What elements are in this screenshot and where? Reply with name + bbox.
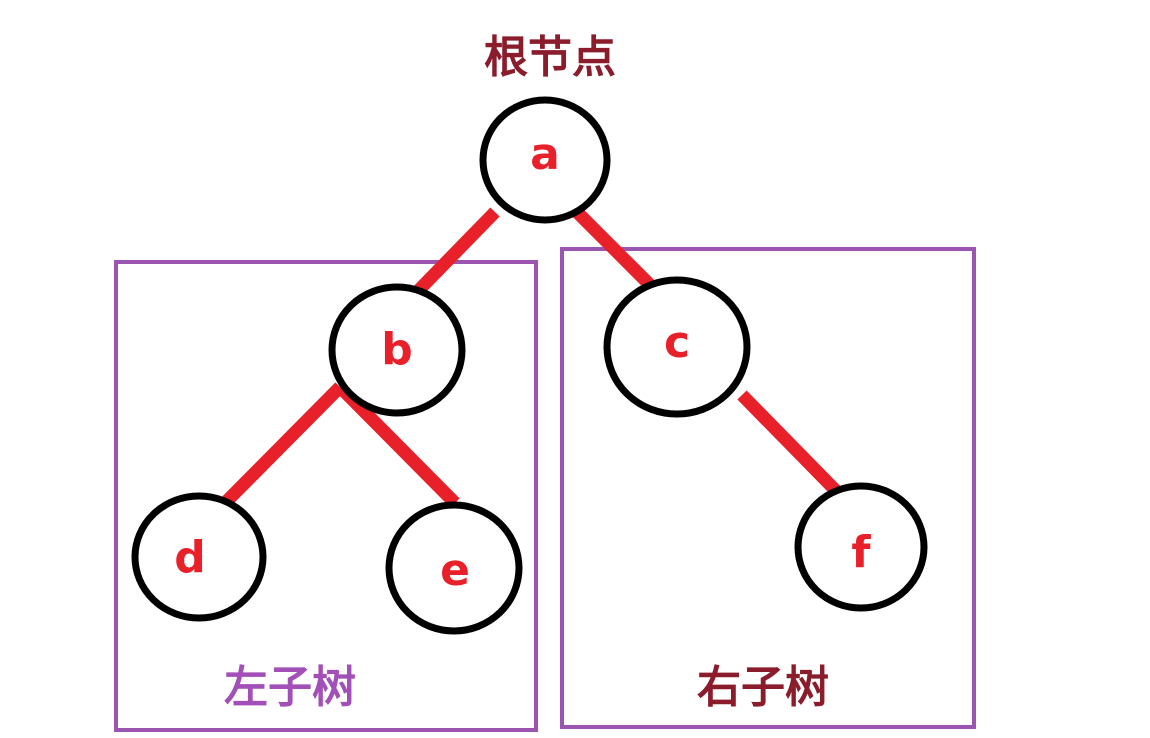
- right-subtree-label: 右子树: [697, 662, 829, 713]
- node-d: [131, 492, 267, 622]
- node-c-label: c: [664, 317, 690, 368]
- node-f-label: f: [851, 527, 871, 578]
- node-a-label: a: [530, 129, 560, 180]
- node-c: [603, 276, 751, 418]
- edge-a-c: [567, 202, 657, 292]
- node-f: [794, 482, 928, 612]
- left-subtree-box: [114, 260, 538, 732]
- left-subtree-label: 左子树: [224, 662, 356, 713]
- node-e: [385, 501, 523, 635]
- edge-b-e: [335, 382, 460, 508]
- node-a: [479, 96, 611, 224]
- right-subtree-box: [560, 247, 976, 729]
- edge-b-d: [217, 382, 345, 511]
- node-b: [328, 283, 466, 417]
- edge-c-f: [737, 390, 848, 503]
- edge-a-b: [411, 207, 500, 298]
- node-b-label: b: [381, 324, 413, 375]
- root-label: 根节点: [484, 32, 616, 83]
- node-d-label: d: [174, 532, 206, 583]
- node-e-label: e: [440, 545, 470, 596]
